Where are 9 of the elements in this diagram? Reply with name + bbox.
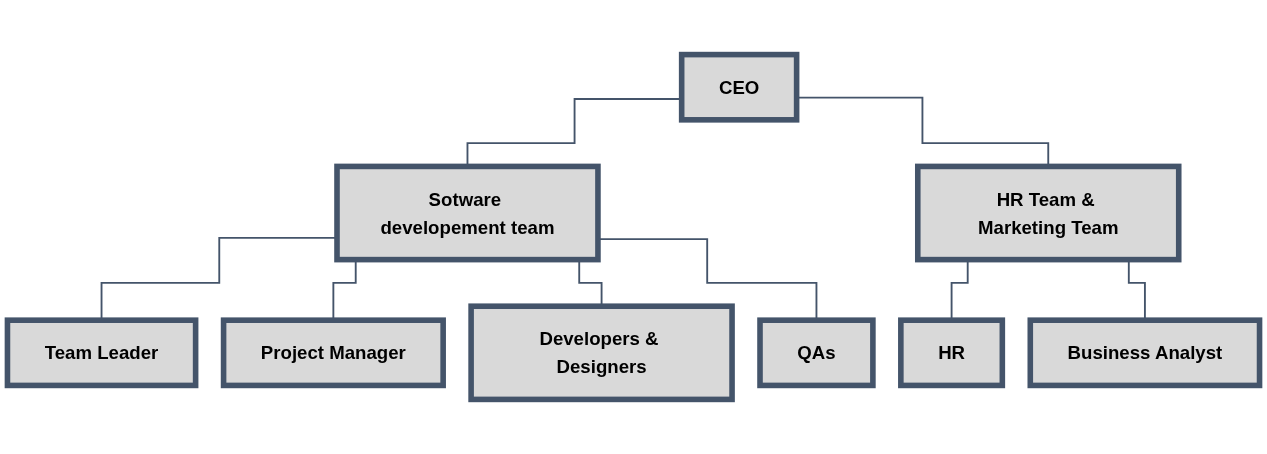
node-box: Developers & Designers: [468, 303, 735, 403]
node-box: Team Leader: [4, 317, 199, 389]
node-box: HR Team & Marketing Team: [915, 163, 1182, 263]
node-box: QAs: [757, 317, 876, 389]
node-box: Business Analyst: [1027, 317, 1263, 389]
node-box: Project Manager: [220, 317, 446, 389]
node-box: Sotware developement team: [334, 163, 601, 263]
node-box: CEO: [678, 51, 800, 123]
node-box: HR: [898, 317, 1006, 389]
